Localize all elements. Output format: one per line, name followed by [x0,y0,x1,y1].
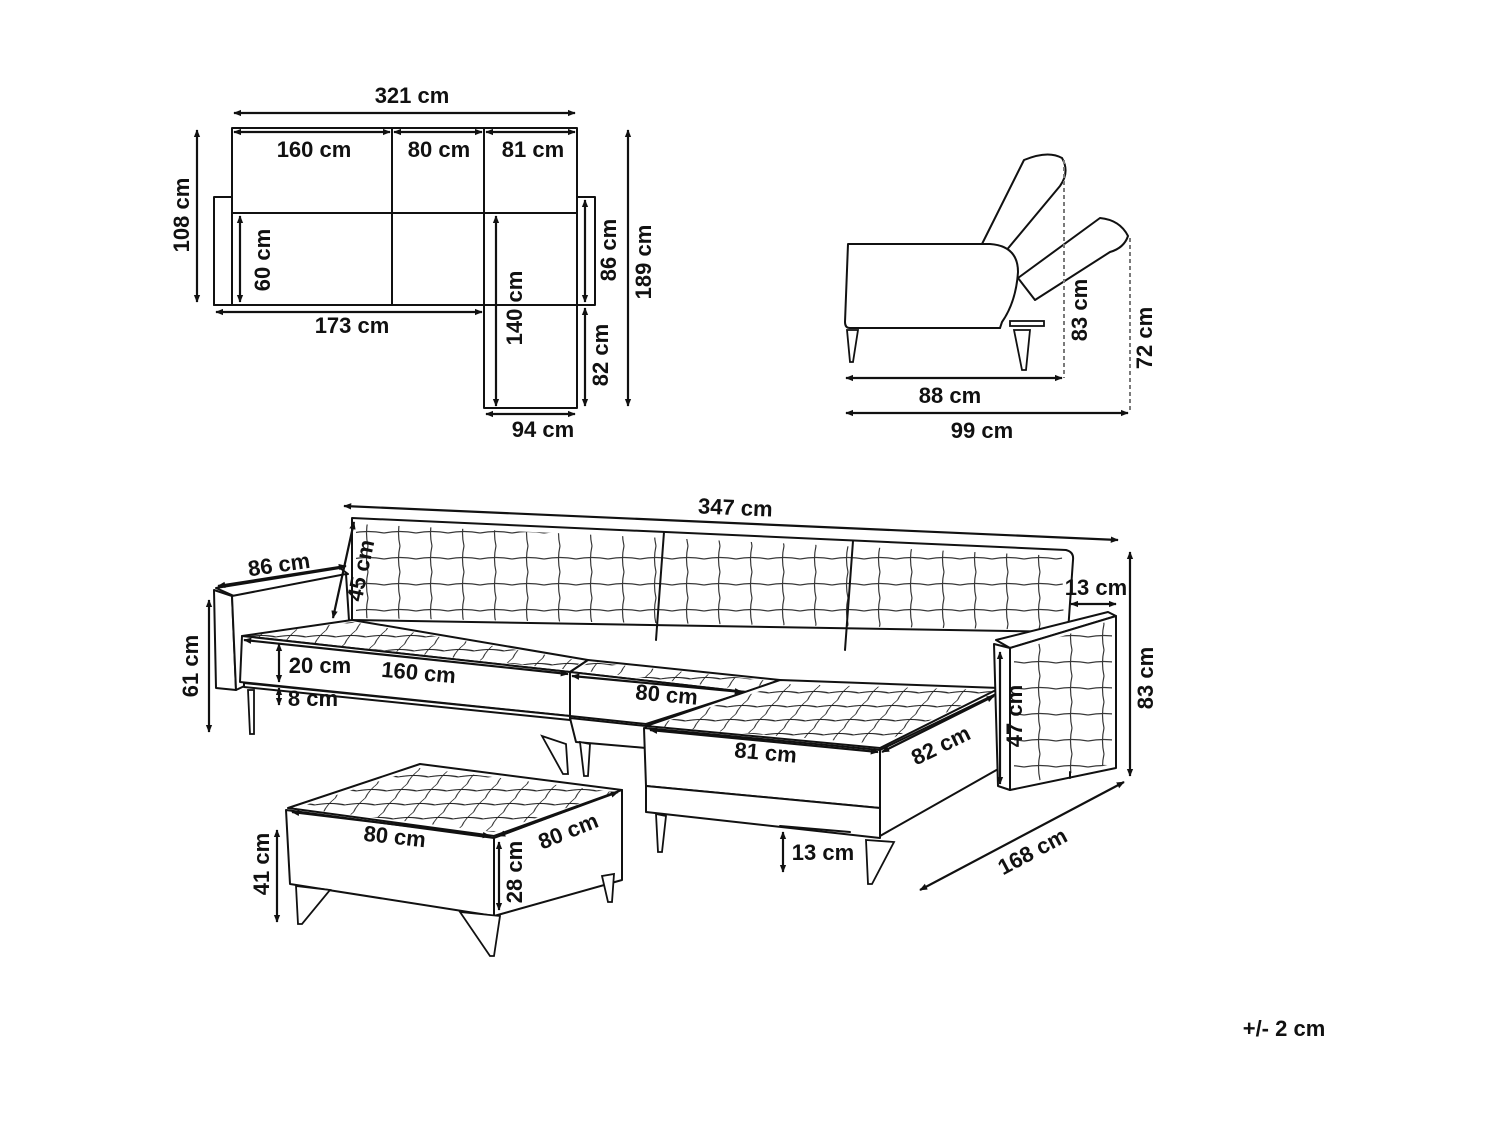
side-reclined-depth-label: 99 cm [951,418,1013,443]
top-bed-length-label: 173 cm [315,313,390,338]
left-arm-outline [213,196,233,306]
top-chaise-length-label: 140 cm [502,271,527,346]
top-seat-depth-label: 60 cm [250,229,275,291]
top-total-depth-label: 189 cm [631,225,656,300]
persp-chaise-front-width-label: 81 cm [733,737,797,767]
side-height-label: 83 cm [1067,279,1092,341]
top-overall-width-label: 321 cm [375,83,450,108]
perspective-view: 347 cm 86 cm 45 cm 13 cm 61 cm 20 cm 8 c… [178,493,1158,891]
side-body [844,243,1019,329]
top-right-lower-label: 82 cm [588,324,613,386]
persp-arm-inner-height-label: 47 cm [1002,685,1027,747]
top-right-upper-label: 86 cm [596,219,621,281]
persp-seat-height-label: 20 cm [289,653,351,678]
ottoman-height-label: 41 cm [249,833,274,895]
top-middle-seat-width-label: 80 cm [408,137,470,162]
persp-armrest-width-label: 13 cm [1065,575,1127,600]
top-right-seat-width-label: 81 cm [502,137,564,162]
top-back-seat-width-label: 160 cm [277,137,352,162]
right-arm-outline [576,196,596,306]
persp-base-height-label: 8 cm [288,686,338,711]
ottoman-cushion-height-label: 28 cm [502,841,527,903]
backrest-reclined [1017,217,1129,301]
persp-middle-seat-width-label: 80 cm [634,679,698,709]
tolerance-note: +/- 2 cm [1243,1016,1326,1041]
persp-overall-height-label: 83 cm [1133,647,1158,709]
chaise-outline [483,212,578,409]
top-chaise-width-label: 94 cm [512,417,574,442]
persp-arm-height-label: 61 cm [178,635,203,697]
side-view: 88 cm 99 cm 83 cm 72 cm [844,153,1157,443]
persp-leg-height-label: 13 cm [792,840,854,865]
persp-total-length-label: 347 cm [698,493,774,521]
top-depth-label: 108 cm [169,178,194,253]
ottoman: 80 cm 80 cm 41 cm 28 cm [249,763,623,957]
side-reclined-height-label: 72 cm [1132,307,1157,369]
side-depth-label: 88 cm [919,383,981,408]
backrest-upright [979,153,1067,253]
top-view-plan: 321 cm 160 cm 80 cm 81 cm 108 cm 60 cm 1… [169,83,656,442]
